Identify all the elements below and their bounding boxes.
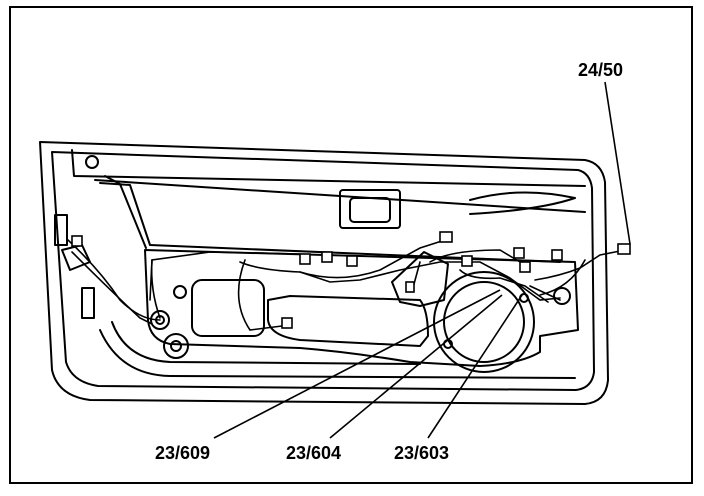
handle-recess — [339, 189, 401, 229]
door-outer-shell — [39, 141, 609, 405]
leader-23-603 — [427, 294, 523, 439]
door-inner-shell — [51, 151, 595, 391]
callout-23-609: 23/609 — [155, 443, 211, 463]
inner-panel — [144, 249, 579, 367]
callout-23-603: 23/603 — [394, 443, 450, 463]
access-pocket — [191, 279, 265, 337]
lower-grommet — [163, 333, 189, 359]
callout-23-604: 23/604 — [286, 443, 342, 463]
leader-23-609 — [213, 289, 501, 439]
window-motor-plate — [391, 251, 449, 307]
leader-24-50 — [604, 81, 631, 245]
callout-24-50: 24/50 — [578, 60, 624, 80]
speaker-outer — [433, 271, 535, 373]
speaker-inner — [443, 281, 525, 363]
harness-grommet — [150, 310, 170, 330]
leader-23-604 — [329, 294, 503, 439]
